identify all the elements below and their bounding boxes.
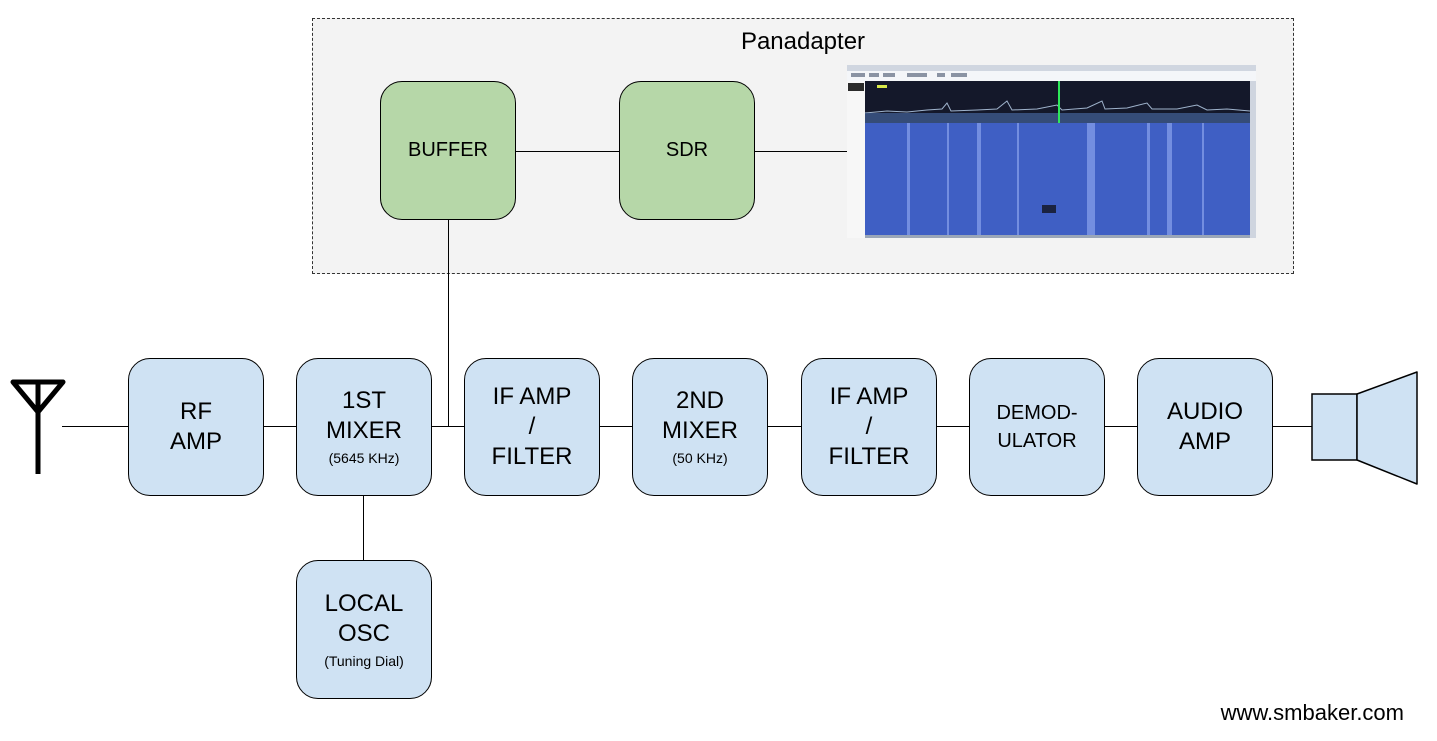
- second-mixer-line-2: MIXER: [661, 417, 738, 444]
- local-osc-line-1: LOCAL: [324, 589, 404, 617]
- audio-amp-line-2: AMP: [1178, 428, 1231, 455]
- demodulator-block: DEMOD- ULATOR: [969, 358, 1105, 496]
- second-mixer-line-1: 2ND: [675, 387, 724, 414]
- buffer-block: BUFFER: [380, 81, 516, 220]
- antenna-icon: [10, 379, 66, 474]
- first-mixer-line-1: 1ST: [341, 387, 386, 414]
- credit-text: www.smbaker.com: [1220, 700, 1404, 725]
- rf-amp-line-1: RF: [180, 398, 212, 425]
- audio-amp-line-1: AUDIO: [1166, 398, 1243, 425]
- first-mixer-line-2: MIXER: [325, 417, 402, 444]
- demod-line-2: ULATOR: [997, 430, 1077, 452]
- rf-amp-line-2: AMP: [169, 428, 222, 455]
- demod-line-1: DEMOD-: [996, 402, 1078, 424]
- wire-lo-mixer: [363, 495, 364, 561]
- if-amp-filter-2-block: IF AMP / FILTER: [801, 358, 937, 496]
- sdr-block: SDR: [619, 81, 755, 220]
- local-osc-note: (Tuning Dial): [324, 652, 404, 669]
- if-amp-2-line-2: /: [865, 413, 873, 440]
- audio-amp-block: AUDIO AMP: [1137, 358, 1273, 496]
- second-mixer-block: 2ND MIXER (50 KHz): [632, 358, 768, 496]
- sdr-software-screenshot: [847, 65, 1256, 238]
- if-amp-filter-1-block: IF AMP / FILTER: [464, 358, 600, 496]
- second-mixer-freq: (50 KHz): [672, 450, 728, 466]
- if-amp-1-line-3: FILTER: [491, 443, 573, 470]
- rf-amp-block: RF AMP: [128, 358, 264, 496]
- wire-buffer-tap: [448, 219, 449, 427]
- local-osc-block: LOCAL OSC (Tuning Dial): [296, 560, 432, 699]
- wire-sdr-display: [755, 151, 847, 152]
- if-amp-1-line-2: /: [528, 413, 536, 440]
- if-amp-2-line-3: FILTER: [828, 443, 910, 470]
- sdr-label: SDR: [665, 139, 709, 161]
- if-amp-2-line-1: IF AMP: [829, 383, 909, 410]
- first-mixer-block: 1ST MIXER (5645 KHz): [296, 358, 432, 496]
- speaker-icon: [1311, 371, 1418, 485]
- panadapter-title: Panadapter: [740, 28, 866, 55]
- first-mixer-freq: (5645 KHz): [328, 450, 400, 466]
- local-osc-line-2: OSC: [337, 619, 390, 647]
- wire-buffer-sdr: [515, 151, 620, 152]
- buffer-label: BUFFER: [408, 139, 488, 161]
- if-amp-1-line-1: IF AMP: [492, 383, 572, 410]
